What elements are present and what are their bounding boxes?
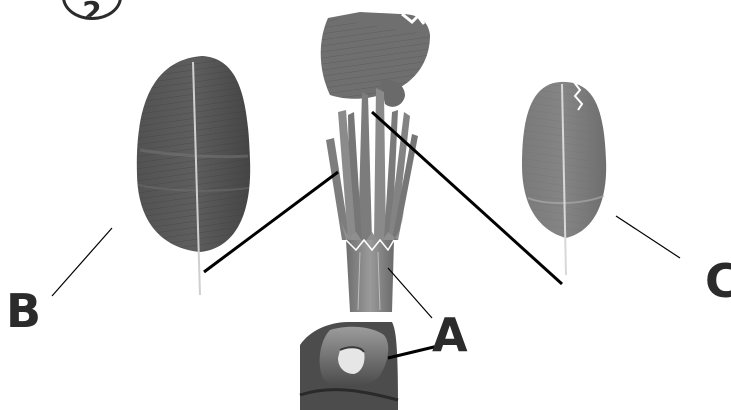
leaf-b bbox=[137, 56, 250, 295]
leader-line-c-label bbox=[616, 216, 680, 258]
pseudostem-plant bbox=[321, 12, 430, 312]
leader-line-a-to-stem bbox=[388, 268, 432, 318]
label-a: A bbox=[432, 312, 466, 358]
sheath-cross-section bbox=[300, 322, 398, 410]
leaf-c bbox=[522, 82, 606, 275]
label-b: B bbox=[6, 288, 39, 334]
leader-line-b-label bbox=[52, 228, 112, 296]
label-c: C bbox=[705, 258, 731, 304]
